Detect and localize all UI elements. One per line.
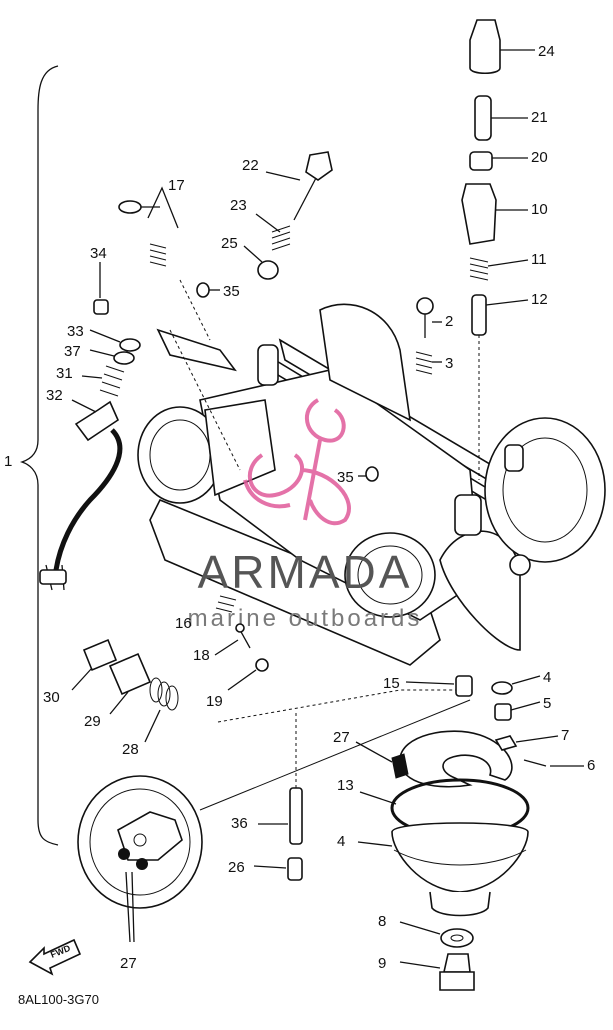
part-37	[113, 351, 135, 365]
callout-9: 9	[378, 955, 386, 972]
callout-31: 31	[56, 365, 73, 382]
part-17-screws	[118, 200, 167, 267]
callout-11: 11	[531, 251, 547, 268]
callout-21: 21	[531, 109, 548, 126]
hose	[53, 428, 123, 571]
callout-15: 15	[383, 675, 400, 692]
part-35-lower	[365, 466, 379, 482]
part-4-washer	[491, 681, 513, 695]
callout-7: 7	[561, 727, 569, 744]
hose-connector	[39, 569, 67, 585]
callout-24: 24	[538, 43, 555, 60]
callout-28: 28	[122, 741, 139, 758]
callout-20: 20	[531, 149, 548, 166]
part-6-pin	[523, 759, 547, 767]
assembly-bracket	[19, 65, 59, 846]
callout-30: 30	[43, 689, 60, 706]
watermark-anchor-logo	[243, 398, 351, 526]
callout-33: 33	[67, 323, 84, 340]
callout-35-upper: 35	[223, 283, 240, 300]
callout-22: 22	[242, 157, 259, 174]
part-15	[455, 675, 473, 697]
callout-32: 32	[46, 387, 63, 404]
callout-35-lower: 35	[337, 469, 354, 486]
callout-1: 1	[4, 453, 12, 470]
callout-8: 8	[378, 913, 386, 930]
callout-17: 17	[168, 177, 185, 194]
part-16-spring	[215, 595, 237, 613]
part-27-upper	[391, 753, 409, 779]
part-8-washer	[440, 928, 474, 948]
callout-27-lower: 27	[120, 955, 137, 972]
part-10-body	[461, 183, 497, 245]
callout-5: 5	[543, 695, 551, 712]
float-chamber-top-view	[77, 775, 203, 909]
callout-26: 26	[228, 859, 245, 876]
part-30	[82, 638, 118, 672]
part-7	[494, 735, 518, 751]
callout-27-upper: 27	[333, 729, 350, 746]
part-4-float-bowl	[391, 822, 529, 917]
callout-29: 29	[84, 713, 101, 730]
callout-3: 3	[445, 355, 453, 372]
part-34	[93, 299, 109, 315]
callout-4-upper: 4	[543, 669, 551, 686]
callout-13: 13	[337, 777, 354, 794]
part-25	[257, 260, 279, 280]
part-21	[474, 95, 492, 141]
part-12-needle	[471, 294, 487, 336]
part-22-screw	[305, 151, 333, 181]
part-19	[255, 658, 269, 672]
part-26	[287, 857, 303, 881]
part-18-screw	[239, 629, 251, 649]
watermark-tagline: marine outboards	[188, 605, 423, 632]
part-33	[119, 338, 141, 352]
part-29	[108, 652, 152, 696]
callout-10: 10	[531, 201, 548, 218]
callout-18: 18	[193, 647, 210, 664]
part-31-spring	[99, 365, 125, 397]
callout-16: 16	[175, 615, 192, 632]
watermark-brand: ARMADA	[198, 546, 413, 598]
callout-36: 36	[231, 815, 248, 832]
diagram-code: 8AL100-3G70	[18, 992, 99, 1007]
callout-6: 6	[587, 757, 595, 774]
callout-4-lower: 4	[337, 833, 345, 850]
part-24-cap	[469, 19, 501, 75]
part-35-upper	[196, 282, 210, 298]
part-9-plug	[443, 953, 471, 973]
callout-23: 23	[230, 197, 247, 214]
part-2-screw	[416, 297, 434, 315]
carburetor-body	[137, 303, 606, 666]
part-36-stud	[289, 787, 303, 845]
part-3-spring	[415, 351, 433, 375]
part-20-nut	[469, 151, 493, 171]
part-32-fitting	[74, 400, 120, 442]
part-11-spring	[469, 257, 489, 281]
part-5	[494, 703, 512, 721]
part-23-spring	[271, 225, 291, 251]
callout-25: 25	[221, 235, 238, 252]
callout-2: 2	[445, 313, 453, 330]
callout-12: 12	[531, 291, 548, 308]
callout-34: 34	[90, 245, 107, 262]
fwd-arrow-icon: FWD	[28, 938, 82, 976]
callout-19: 19	[206, 693, 223, 710]
part-28-spring	[149, 677, 179, 711]
callout-37: 37	[64, 343, 81, 360]
float	[399, 730, 513, 788]
